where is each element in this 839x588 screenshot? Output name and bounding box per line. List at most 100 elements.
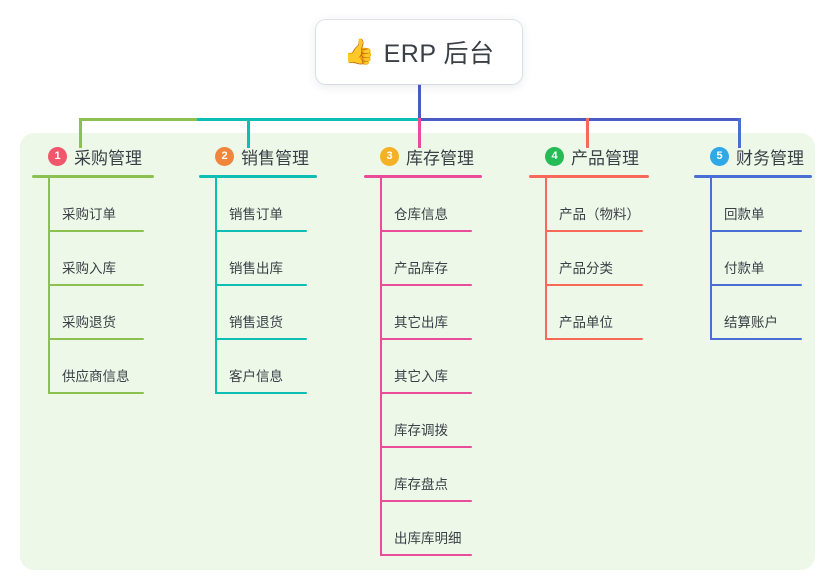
branch-5-child-2[interactable]: 付款单 xyxy=(694,232,812,286)
child-label: 销售出库 xyxy=(229,261,283,276)
branch-1-spine xyxy=(48,178,50,394)
branch-3-badge: 3 xyxy=(380,146,399,166)
branch-5[interactable]: 5 财务管理 回款单付款单结算账户 xyxy=(694,143,812,340)
child-label: 其它出库 xyxy=(394,315,448,330)
branch-3-child-1[interactable]: 仓库信息 xyxy=(364,178,482,232)
branch-1-child-2[interactable]: 采购入库 xyxy=(32,232,154,286)
branch-1-children: 采购订单采购入库采购退货供应商信息 xyxy=(32,178,154,394)
branch-5-label: 财务管理 xyxy=(736,148,804,168)
child-underline xyxy=(380,338,472,340)
branch-3-label: 库存管理 xyxy=(406,148,474,168)
branch-5-header[interactable]: 5 财务管理 xyxy=(694,143,812,169)
branch-3-child-3[interactable]: 其它出库 xyxy=(364,286,482,340)
branch-3-spine xyxy=(380,178,382,556)
child-label: 采购入库 xyxy=(62,261,116,276)
branch-1-underline xyxy=(32,175,154,178)
child-label: 回款单 xyxy=(724,207,765,222)
branch-4-child-2[interactable]: 产品分类 xyxy=(529,232,649,286)
child-label: 仓库信息 xyxy=(394,207,448,222)
branch-1-header[interactable]: 1 采购管理 xyxy=(32,143,154,169)
branch-1-label: 采购管理 xyxy=(74,148,142,168)
branch-2-underline xyxy=(199,175,317,178)
child-label: 出库库明细 xyxy=(394,531,462,546)
branch-4-spine xyxy=(545,178,547,340)
child-label: 产品单位 xyxy=(559,315,613,330)
branch-2-spine xyxy=(215,178,217,394)
branch-5-child-1[interactable]: 回款单 xyxy=(694,178,812,232)
branch-3-header[interactable]: 3 库存管理 xyxy=(364,143,482,169)
child-underline xyxy=(545,230,643,232)
branch-2[interactable]: 2 销售管理 销售订单销售出库销售退货客户信息 xyxy=(199,143,317,394)
child-underline xyxy=(710,284,802,286)
branch-2-header[interactable]: 2 销售管理 xyxy=(199,143,317,169)
branch-4-children: 产品（物料） 产品分类产品单位 xyxy=(529,178,649,340)
branch-3-underline xyxy=(364,175,482,178)
child-label: 供应商信息 xyxy=(62,369,130,384)
branch-5-children: 回款单付款单结算账户 xyxy=(694,178,812,340)
branch-3[interactable]: 3 库存管理 仓库信息产品库存其它出库其它入库库存调拨库存盘点出库库明细 xyxy=(364,143,482,556)
child-underline xyxy=(48,284,144,286)
child-underline xyxy=(545,338,643,340)
branch-5-underline xyxy=(694,175,812,178)
child-underline xyxy=(380,554,472,556)
child-underline xyxy=(380,230,472,232)
branch-4[interactable]: 4 产品管理 产品（物料） 产品分类产品单位 xyxy=(529,143,649,340)
branch-1-child-1[interactable]: 采购订单 xyxy=(32,178,154,232)
branch-5-spine xyxy=(710,178,712,340)
child-underline xyxy=(380,500,472,502)
child-underline xyxy=(380,284,472,286)
child-underline xyxy=(215,338,307,340)
branch-1-child-4[interactable]: 供应商信息 xyxy=(32,340,154,394)
child-label: 其它入库 xyxy=(394,369,448,384)
child-underline xyxy=(48,338,144,340)
branch-5-badge: 5 xyxy=(710,146,729,166)
child-label: 产品（物料） xyxy=(559,207,640,222)
child-label: 库存盘点 xyxy=(394,477,448,492)
branch-2-badge: 2 xyxy=(215,146,234,166)
child-underline xyxy=(710,338,802,340)
branch-3-child-7[interactable]: 出库库明细 xyxy=(364,502,482,556)
branch-3-child-4[interactable]: 其它入库 xyxy=(364,340,482,394)
root-node[interactable]: 👍 ERP 后台 xyxy=(316,20,522,84)
child-underline xyxy=(710,230,802,232)
branch-1-badge: 1 xyxy=(48,146,67,166)
branch-4-header[interactable]: 4 产品管理 xyxy=(529,143,649,169)
branch-5-child-3[interactable]: 结算账户 xyxy=(694,286,812,340)
child-underline xyxy=(48,230,144,232)
child-underline xyxy=(545,284,643,286)
child-label: 采购退货 xyxy=(62,315,116,330)
child-underline xyxy=(215,392,307,394)
branch-4-underline xyxy=(529,175,649,178)
child-underline xyxy=(215,284,307,286)
root-title: ERP 后台 xyxy=(383,40,495,68)
branch-2-child-2[interactable]: 销售出库 xyxy=(199,232,317,286)
branch-4-badge: 4 xyxy=(545,146,564,166)
branch-2-child-4[interactable]: 客户信息 xyxy=(199,340,317,394)
branch-2-children: 销售订单销售出库销售退货客户信息 xyxy=(199,178,317,394)
branch-2-child-1[interactable]: 销售订单 xyxy=(199,178,317,232)
child-label: 付款单 xyxy=(724,261,765,276)
branches-panel xyxy=(20,133,815,570)
child-underline xyxy=(380,392,472,394)
branch-3-child-2[interactable]: 产品库存 xyxy=(364,232,482,286)
child-label: 结算账户 xyxy=(724,315,778,330)
branch-1-child-3[interactable]: 采购退货 xyxy=(32,286,154,340)
branch-4-label: 产品管理 xyxy=(571,148,639,168)
child-label: 销售订单 xyxy=(229,207,283,222)
branch-3-children: 仓库信息产品库存其它出库其它入库库存调拨库存盘点出库库明细 xyxy=(364,178,482,556)
branch-3-child-6[interactable]: 库存盘点 xyxy=(364,448,482,502)
branch-2-child-3[interactable]: 销售退货 xyxy=(199,286,317,340)
thumbs-up-icon: 👍 xyxy=(343,37,375,66)
child-label: 产品分类 xyxy=(559,261,613,276)
child-label: 库存调拨 xyxy=(394,423,448,438)
child-underline xyxy=(215,230,307,232)
branch-3-child-5[interactable]: 库存调拨 xyxy=(364,394,482,448)
branch-1[interactable]: 1 采购管理 采购订单采购入库采购退货供应商信息 xyxy=(32,143,154,394)
child-underline xyxy=(48,392,144,394)
branch-2-label: 销售管理 xyxy=(241,148,309,168)
child-label: 产品库存 xyxy=(394,261,448,276)
child-label: 销售退货 xyxy=(229,315,283,330)
branch-4-child-1[interactable]: 产品（物料） xyxy=(529,178,649,232)
branch-4-child-3[interactable]: 产品单位 xyxy=(529,286,649,340)
